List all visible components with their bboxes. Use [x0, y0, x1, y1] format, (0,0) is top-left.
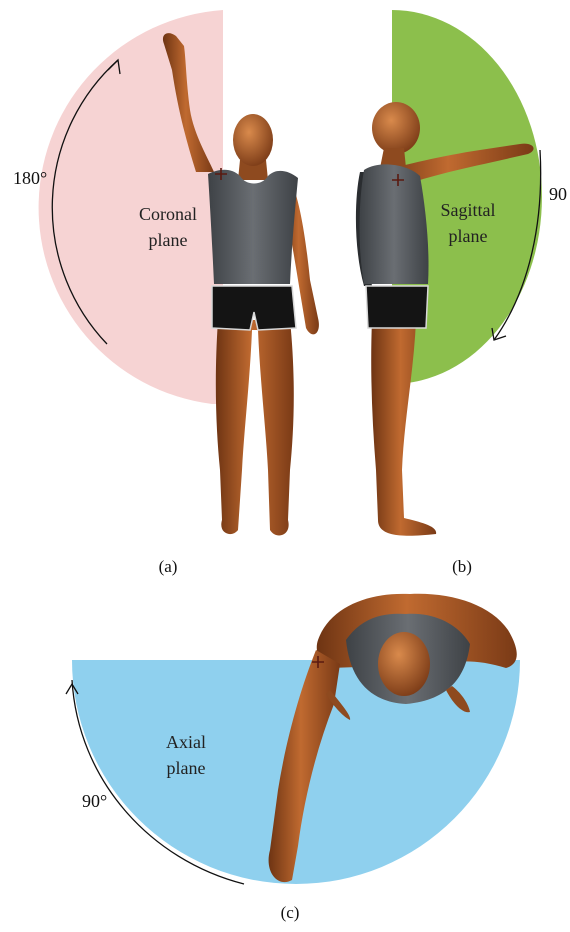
panel-a: Coronal plane 180° (a) [13, 10, 319, 576]
axial-plane-label-line1: Axial [166, 732, 206, 752]
panel-c-label: (c) [281, 903, 300, 922]
head-top [378, 632, 430, 696]
tank-top [208, 170, 298, 284]
legs [216, 320, 294, 535]
head-side [372, 102, 420, 154]
shorts-side [366, 286, 428, 328]
sagittal-plane-label-line1: Sagittal [441, 200, 496, 220]
panel-b: Sagittal plane 90 (b) [356, 10, 567, 576]
panel-a-label: (a) [159, 557, 178, 576]
coronal-angle-label: 180° [13, 168, 47, 188]
tank-top-side [360, 164, 429, 284]
sagittal-angle-label: 90 [549, 184, 567, 204]
axial-plane-label-line2: plane [167, 758, 206, 778]
sagittal-plane-label-line2: plane [449, 226, 488, 246]
coronal-plane-label-line2: plane [149, 230, 188, 250]
coronal-plane-label-line1: Coronal [139, 204, 197, 224]
panel-c: Axial plane 90° (c) [66, 594, 520, 922]
panel-b-label: (b) [452, 557, 472, 576]
axial-angle-label: 90° [82, 791, 107, 811]
head [233, 114, 273, 166]
